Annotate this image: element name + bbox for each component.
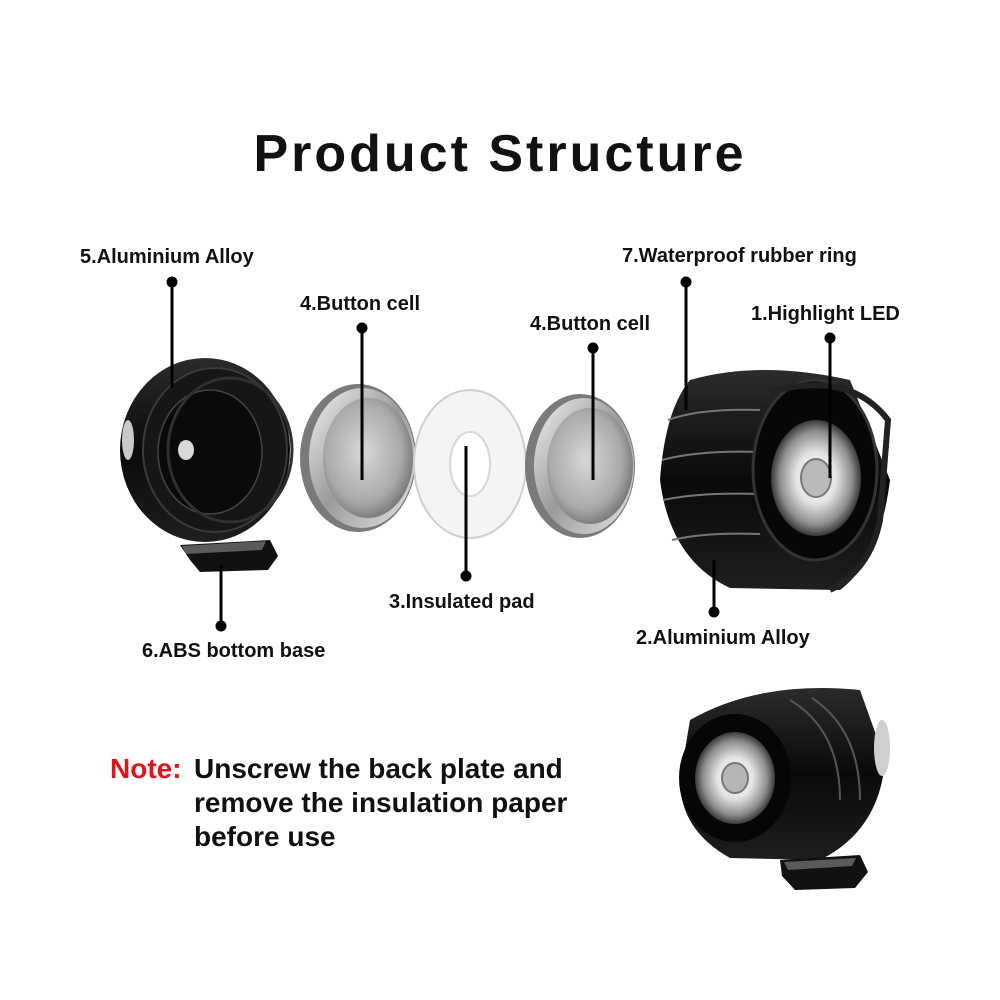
label-insulated-pad: 3.Insulated pad bbox=[389, 591, 535, 613]
label-abs-bottom-base: 6.ABS bottom base bbox=[142, 640, 326, 662]
label-aluminium-alloy-cap: 5.Aluminium Alloy bbox=[80, 246, 254, 268]
note-line: remove the insulation paper bbox=[194, 787, 568, 818]
note-line: Unscrew the back plate and bbox=[194, 753, 563, 784]
aluminium-back-cap bbox=[120, 358, 294, 542]
button-cell-right bbox=[525, 394, 635, 538]
abs-bottom-base bbox=[180, 540, 278, 572]
leader-lines bbox=[166, 276, 836, 632]
assembled-light bbox=[679, 688, 890, 890]
aluminium-led-body bbox=[660, 370, 892, 593]
note-tag: Note: bbox=[110, 753, 182, 784]
note-text: Unscrew the back plate and remove the in… bbox=[194, 752, 654, 854]
button-cell-left bbox=[300, 384, 416, 532]
note-line: before use bbox=[194, 821, 336, 852]
page-title: Product Structure bbox=[253, 125, 747, 183]
label-button-cell-right: 4.Button cell bbox=[530, 313, 651, 335]
label-waterproof-ring: 7.Waterproof rubber ring bbox=[622, 245, 857, 267]
label-highlight-led: 1.Highlight LED bbox=[751, 303, 900, 325]
label-aluminium-alloy-body: 2.Aluminium Alloy bbox=[636, 627, 810, 649]
insulated-pad bbox=[413, 389, 527, 539]
label-button-cell-left: 4.Button cell bbox=[300, 293, 421, 315]
